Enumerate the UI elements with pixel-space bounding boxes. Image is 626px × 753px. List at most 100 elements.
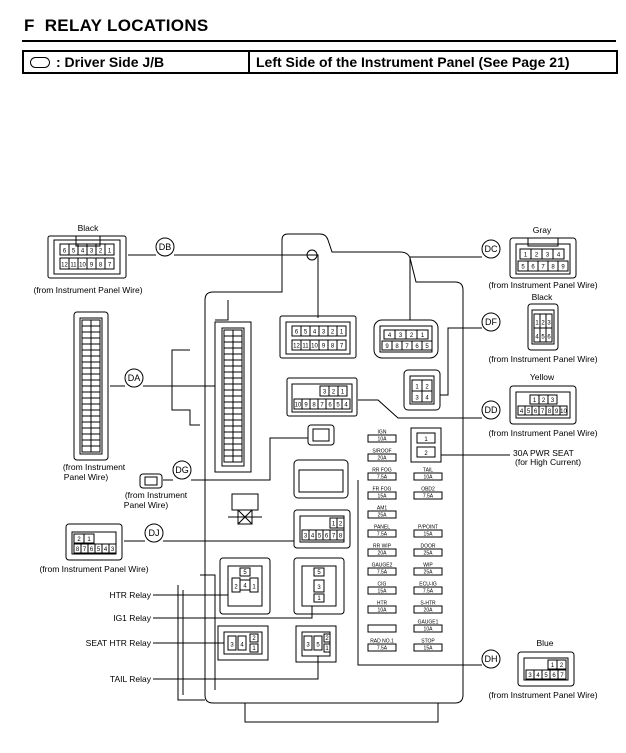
da-socket-pin	[223, 335, 234, 343]
ig1-relay-label: IG1 Relay	[113, 613, 152, 623]
df-socket-pin	[421, 390, 433, 403]
db-socket-pin	[336, 325, 347, 337]
dj-pin-label: 6	[90, 547, 94, 553]
fuse-slot	[413, 472, 443, 481]
da-socket-pin	[232, 413, 243, 421]
da-pin	[90, 367, 101, 375]
dh-code: DH	[485, 654, 498, 664]
da-socket-pin	[223, 425, 234, 433]
da-pin	[81, 385, 92, 393]
dh-pin-label: 7	[560, 673, 564, 679]
db-pin-label: 9	[90, 262, 94, 268]
db-pin-label: 1	[108, 248, 112, 254]
dh-pin-label: 3	[528, 673, 532, 679]
dd-color: Yellow	[530, 372, 555, 382]
dj-socket-pin-label: 7	[332, 534, 336, 540]
dh-note: (from Instrument Panel Wire)	[488, 690, 597, 700]
page-title: F RELAY LOCATIONS	[24, 16, 209, 36]
da-socket-pin	[223, 329, 234, 337]
da-callout	[124, 368, 144, 388]
df-socket-pin-label: 4	[425, 395, 429, 401]
dh-callout	[481, 649, 501, 669]
da-pin	[90, 355, 101, 363]
dc-callout	[481, 239, 501, 259]
dj-pin-label: 2	[77, 537, 81, 543]
db-pin-label: 4	[81, 248, 85, 254]
dd-socket-pin-label: 7	[320, 403, 324, 409]
ig1-relay-leader	[153, 606, 313, 619]
da-pin	[81, 391, 92, 399]
da-pin	[81, 373, 92, 381]
pwr-seat-relay: 1 2	[410, 427, 442, 463]
db-socket-pin-label: 10	[311, 344, 318, 350]
db-socket-pin-label: 8	[331, 344, 335, 350]
tail-relay-pin	[323, 643, 331, 653]
fuse-rating: 10A	[378, 608, 388, 614]
seat-htr-relay-pin	[249, 643, 259, 653]
dj-socket-pin-label: 3	[304, 534, 308, 540]
dd-socket-pin-label: 6	[328, 403, 332, 409]
dc-pin-label: 3	[546, 253, 550, 259]
dj-socket-pin	[336, 529, 345, 541]
dd-code: DD	[485, 405, 498, 415]
dj-code: DJ	[149, 528, 160, 538]
df-socket-pin-label: 2	[425, 384, 429, 390]
ig1-relay-pin-label: 5	[317, 570, 321, 576]
section-title: RELAY LOCATIONS	[44, 16, 209, 35]
dc-socket-pin-label: 5	[425, 344, 429, 350]
db-pin-label: 10	[79, 262, 86, 268]
ig1-relay-pin	[313, 579, 325, 593]
df-note: (from Instrument Panel Wire)	[488, 354, 597, 364]
location-description-cell: Left Side of the Instrument Panel (See P…	[250, 52, 616, 72]
df-pin-label: 5	[541, 335, 545, 341]
da-pin	[81, 421, 92, 429]
seat-htr-relay-pin-label: 2	[252, 636, 256, 642]
dc-pin	[552, 248, 565, 260]
dd-pin-label: 10	[560, 409, 567, 415]
fuse-name: S-HTR	[420, 601, 436, 607]
da-socket-pin	[232, 353, 243, 361]
fuse-rating: 15A	[424, 646, 434, 652]
db-color: Black	[78, 223, 100, 233]
da-pin	[90, 397, 101, 405]
da-pin	[90, 409, 101, 417]
da-pin	[81, 367, 92, 375]
fuse-rating: 15A	[378, 589, 388, 595]
dd-socket-pin-label: 5	[336, 403, 340, 409]
da-socket-pin	[223, 443, 234, 451]
dc-socket-pin	[421, 340, 433, 351]
dc-pin-label: 5	[521, 265, 525, 271]
da-socket-pin	[232, 347, 243, 355]
db-socket-pin-label: 5	[304, 330, 308, 336]
da-socket-pin	[232, 377, 243, 385]
dd-leader	[358, 399, 482, 419]
dc-pin-label: 6	[531, 265, 535, 271]
htr-relay-label: HTR Relay	[109, 590, 151, 600]
fuse-slot	[367, 567, 397, 576]
dc-pin-label: 8	[551, 265, 555, 271]
fuse-slot	[413, 567, 443, 576]
fuse-rating: 15A	[424, 532, 434, 538]
fuse-rating: 20A	[424, 608, 434, 614]
seat-htr-relay-pin	[237, 635, 247, 651]
da-socket-pin	[223, 359, 234, 367]
db-pin-label: 2	[99, 248, 103, 254]
htr-relay-pin-label: 1	[252, 585, 256, 591]
db-leader	[128, 254, 319, 318]
tail-relay-pin-label: 2	[325, 636, 329, 642]
dc-leader	[409, 256, 482, 320]
location-description: Left Side of the Instrument Panel (See P…	[256, 54, 570, 70]
fuse-name: RAD NO.1	[370, 639, 394, 645]
dc-pin-label: 2	[535, 253, 539, 259]
da-socket-pin	[232, 395, 243, 403]
